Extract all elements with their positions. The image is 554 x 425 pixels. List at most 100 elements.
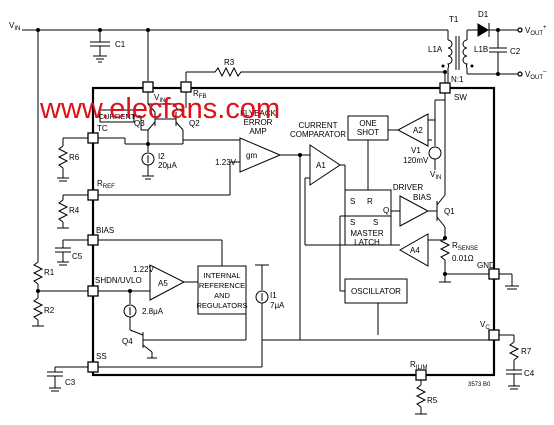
r1-label: R1 (44, 268, 55, 277)
pin-rilim-label: RILIM (410, 360, 427, 371)
c5-label: C5 (72, 252, 83, 261)
pin-rref-label: RREF (97, 179, 115, 190)
resistor-r1 (32, 261, 88, 293)
flyback-title-2: ERROR (244, 118, 273, 127)
flyback-error-amp (239, 137, 282, 173)
transformer-t1 (441, 30, 474, 86)
internal-reference (197, 265, 247, 315)
c1-label: C1 (115, 40, 126, 49)
flyback-title-1: FLYBACK (240, 109, 277, 118)
figure-code: 3573 B0 (468, 382, 491, 388)
driver-bias-label: BIAS (413, 193, 431, 202)
i2-value: 20μA (158, 161, 178, 170)
irr-4: REGULATORS (197, 301, 248, 310)
r3-label: R3 (224, 58, 235, 67)
latch-r-label: R (367, 197, 373, 206)
c4-label: C4 (524, 369, 535, 378)
gnd-external (499, 273, 519, 290)
vout-pos-terminal (517, 27, 523, 33)
c3-label: C3 (65, 378, 76, 387)
v1-value: 120mV (403, 156, 429, 165)
current-source-i2 (141, 144, 155, 180)
one-shot-1: ONE (359, 119, 376, 128)
vout-neg-terminal (517, 71, 523, 77)
capacitor-c5 (55, 239, 88, 266)
r4-label: R4 (69, 206, 80, 215)
pin-rilim (415, 369, 427, 381)
pin-vc-label: VC (480, 320, 490, 331)
resistor-r6 (57, 137, 88, 182)
c2-label: C2 (510, 47, 521, 56)
one-shot-2: SHOT (357, 128, 379, 137)
current-label: CURRENT (99, 112, 136, 121)
vout-pos-label: VOUT+ (525, 25, 547, 37)
resistor-r2 (32, 291, 44, 327)
pin-rref (87, 189, 99, 201)
flyback-title-3: AMP (249, 127, 266, 136)
resistor-r7-capacitor-c4 (499, 334, 522, 390)
rsense-value: 0.01Ω (452, 254, 474, 263)
voltage-source-v1 (428, 100, 442, 170)
d1-label: D1 (478, 10, 489, 19)
pin-bias (87, 234, 99, 246)
master-latch (344, 189, 392, 246)
resistor-rsense (439, 236, 489, 283)
r2-label: R2 (44, 306, 55, 315)
i1-value: 7μA (270, 301, 285, 310)
vout-neg-label: VOUT– (525, 69, 547, 81)
oscillator-label: OSCILLATOR (351, 287, 401, 296)
resistor-r3 (185, 66, 447, 86)
pin-gnd (488, 268, 500, 280)
pin-ss-label: SS (96, 352, 107, 361)
one-shot (347, 115, 389, 141)
irr-1: INTERNAL (203, 271, 240, 280)
vin-label: VIN (9, 21, 20, 32)
a4-label: A4 (410, 246, 420, 255)
gm-label: gm (246, 151, 257, 160)
v1-label: V1 (411, 146, 421, 155)
l1a-label: L1A (428, 45, 443, 54)
v1-vin: VIN (430, 170, 441, 181)
pin-tc-label: TC (97, 124, 108, 133)
latch-s3-label: S (373, 218, 378, 227)
pin-rfb-label: RFB (193, 89, 206, 100)
transistors-q3-q2 (98, 92, 240, 146)
ic-outline (91, 86, 496, 377)
a5-label: A5 (158, 279, 168, 288)
pin-gnd-label: GND (477, 261, 495, 270)
watermark: www.elecfans.com (39, 93, 280, 125)
latch-s-label: S (350, 197, 355, 206)
irr-3: AND (214, 291, 230, 300)
pin-shdn (87, 285, 99, 297)
pin-sw-label: SW (454, 93, 467, 102)
pin-sw (439, 82, 451, 94)
l1b-label: L1B (474, 45, 488, 54)
pin-vin (142, 81, 154, 93)
resistor-r5 (415, 380, 427, 415)
pin-bias-label: BIAS (96, 226, 114, 235)
amp-a2 (396, 113, 429, 147)
v123-label: 1.23V (215, 158, 237, 167)
diode-d1 (467, 23, 520, 37)
current-source-28ua (123, 289, 137, 330)
pin-ss (87, 361, 99, 373)
i1-label: I1 (270, 291, 277, 300)
amp-a4 (398, 233, 429, 267)
capacitor-c2 (467, 30, 520, 76)
transistor-q1 (436, 194, 446, 238)
a1-label: A1 (316, 161, 326, 170)
r7-label: R7 (521, 347, 532, 356)
q1-label: Q1 (444, 207, 455, 216)
master-latch-2: LATCH (354, 238, 380, 247)
current-source-i1 (255, 264, 269, 367)
v122-label: 1.22V (133, 265, 155, 274)
capacitor-c1 (90, 41, 110, 63)
n1-label: N:1 (451, 75, 464, 84)
current-comparator-a1 (309, 144, 341, 186)
vin-rail (22, 28, 448, 262)
pin-vc (488, 329, 500, 341)
irr-2: REFERENCE (199, 281, 245, 290)
pin-tc (87, 132, 99, 144)
q3-label: Q3 (134, 119, 145, 128)
